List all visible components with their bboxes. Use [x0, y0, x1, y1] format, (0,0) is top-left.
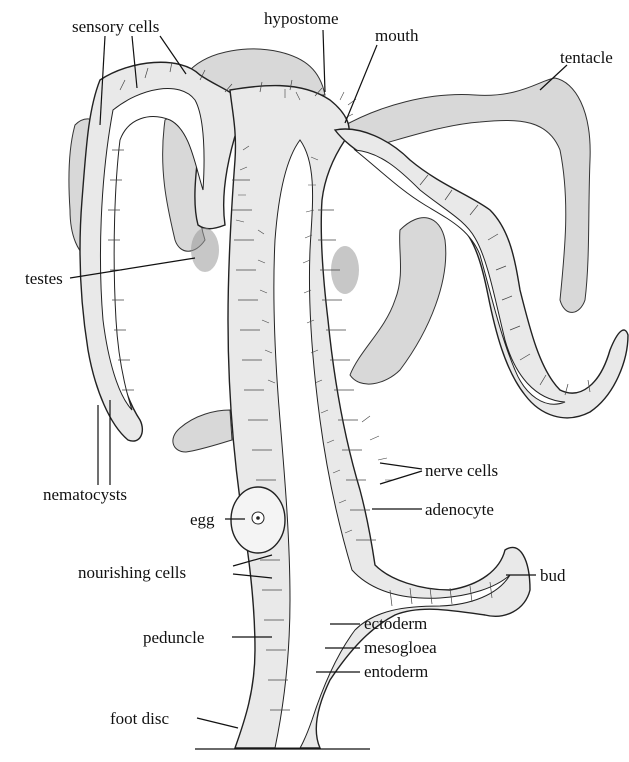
tentacle-lower-left [173, 410, 232, 452]
leader-mouth [345, 45, 377, 123]
leader-nerve-cells-1 [380, 463, 422, 469]
label-entoderm: entoderm [364, 662, 428, 681]
testes-left [191, 228, 219, 272]
label-adenocyte: adenocyte [425, 500, 494, 519]
label-peduncle: peduncle [143, 628, 204, 647]
leader-hypostome [323, 30, 325, 92]
label-mesogloea: mesogloea [364, 638, 437, 657]
label-foot-disc: foot disc [110, 709, 169, 728]
label-mouth: mouth [375, 26, 419, 45]
label-bud: bud [540, 566, 566, 585]
leader-nerve-cells-2 [380, 471, 422, 484]
label-hypostome: hypostome [264, 9, 339, 28]
label-egg: egg [190, 510, 215, 529]
label-nematocysts: nematocysts [43, 485, 127, 504]
label-nerve-cells: nerve cells [425, 461, 498, 480]
label-sensory-cells: sensory cells [72, 17, 159, 36]
label-ectoderm: ectoderm [364, 614, 427, 633]
label-nourishing-cells: nourishing cells [78, 563, 186, 582]
label-testes: testes [25, 269, 63, 288]
label-tentacle: tentacle [560, 48, 613, 67]
tentacle-mid-right [350, 218, 446, 384]
egg-nucleolus [256, 516, 260, 520]
leader-foot-disc [197, 718, 238, 728]
